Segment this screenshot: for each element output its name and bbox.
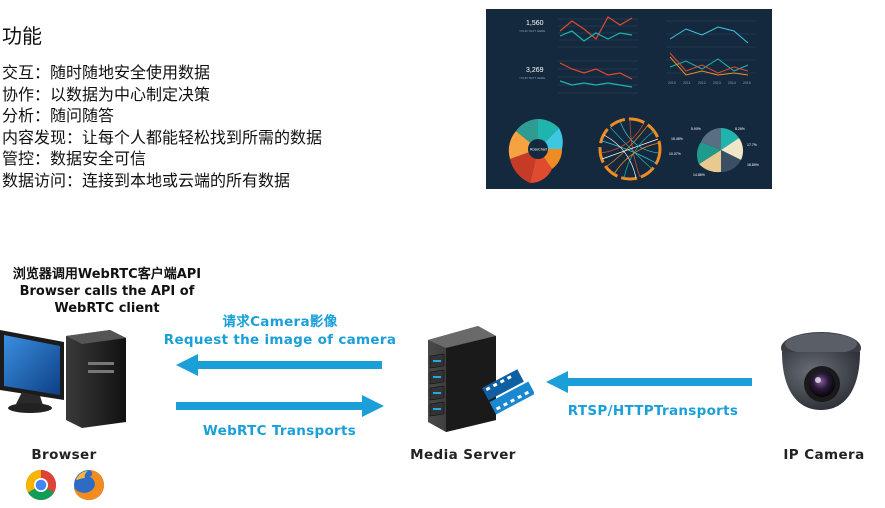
media-server-icon xyxy=(428,326,534,432)
line-chart-1-series-red xyxy=(559,16,633,40)
rtsp-arrow xyxy=(546,371,752,393)
line-chart-2-series-teal xyxy=(559,80,633,88)
request-label-en: Request the image of camera xyxy=(163,332,397,348)
request-arrow xyxy=(176,354,382,376)
year-label: 2013 xyxy=(713,81,721,85)
features-title: 功能 xyxy=(2,24,42,48)
webrtc-transports-label: WebRTC Transports xyxy=(202,423,357,439)
kpi2-value: 3,269 xyxy=(526,67,544,74)
browser-call-en: Browser calls the API of xyxy=(19,284,195,299)
line-chart-1-grid xyxy=(558,18,638,48)
feature-item-discovery: 内容发现：让每个人都能轻松找到所需的数据 xyxy=(2,127,323,147)
request-label-cn: 请求Camera影像 xyxy=(222,314,338,330)
pie-label: 17.7% xyxy=(747,143,757,147)
year-label: 2015 xyxy=(743,81,751,85)
feature-item-data-access: 数据访问：连接到本地或云端的所有数据 xyxy=(2,170,291,190)
line-chart-2-series-red xyxy=(559,62,633,80)
pie-label: 18.89% xyxy=(747,163,759,167)
feature-item-interaction: 交互：随时随地安全使用数据 xyxy=(2,63,211,82)
features-list: 交互：随时随地安全使用数据 协作：以数据为中心制定决策 分析：随问随答 内容发现… xyxy=(2,62,322,191)
year-label: 2011 xyxy=(683,81,691,85)
multi-line-series-red xyxy=(669,52,749,74)
browser-call-caption: 浏览器调用WebRTC客户端API Browser calls the API … xyxy=(2,266,212,317)
request-label: 请求Camera影像 Request the image of camera xyxy=(160,313,400,349)
multi-line-series-cyan xyxy=(669,26,749,44)
media-server-label: Media Server xyxy=(410,447,516,463)
firefox-icon xyxy=(74,470,104,500)
pie-label: 8.26% xyxy=(735,127,745,131)
webrtc-arrow xyxy=(176,395,384,417)
dashboard-svg: 1,560 YOUR TEXT HERE 3,269 YOUR TEXT HER… xyxy=(508,16,759,184)
multi-line-chart-grid xyxy=(666,20,756,74)
ip-camera-icon xyxy=(781,332,861,410)
rtsp-transports-label: RTSP/HTTPTransports xyxy=(567,403,739,419)
chord-chart xyxy=(598,117,662,181)
rose-chart: RoseChart xyxy=(508,119,563,184)
pie-chart: 5.90% 8.26% 15.48% 17.7% 10.07% 18.89% 1… xyxy=(669,127,759,177)
pie-label: 10.07% xyxy=(669,152,681,156)
year-label: 2012 xyxy=(698,81,706,85)
feature-item-analysis: 分析：随问随答 xyxy=(2,106,115,125)
line-chart-1-series-teal xyxy=(559,30,633,42)
kpi2-caption: YOUR TEXT HERE xyxy=(519,76,545,80)
pie-label: 15.48% xyxy=(671,137,683,141)
rose-chart-label: RoseChart xyxy=(530,148,547,152)
ip-camera-label: IP Camera xyxy=(783,447,865,463)
dashboard-image: 1,560 YOUR TEXT HERE 3,269 YOUR TEXT HER… xyxy=(486,9,772,189)
pie-label: 14.86% xyxy=(693,173,705,177)
year-label: 2010 xyxy=(668,81,676,85)
browser-call-en2: WebRTC client xyxy=(54,301,160,316)
pie-label: 5.90% xyxy=(691,127,701,131)
kpi1-caption: YOUR TEXT HERE xyxy=(519,29,545,33)
browser-call-cn: 浏览器调用WebRTC客户端API xyxy=(12,267,202,282)
feature-item-collaboration: 协作：以数据为中心制定决策 xyxy=(2,84,211,104)
computer-icon xyxy=(0,330,126,428)
line-chart-2-grid xyxy=(558,60,638,94)
year-axis-labels: 2010 2011 2012 2013 2014 2015 xyxy=(668,81,751,85)
chrome-icon xyxy=(25,470,57,501)
feature-item-governance: 管控：数据安全可信 xyxy=(2,149,147,168)
browser-label: Browser xyxy=(31,447,97,463)
year-label: 2014 xyxy=(728,81,736,85)
multi-line-series-teal xyxy=(669,58,749,72)
kpi1-value: 1,560 xyxy=(526,20,544,27)
multi-line-series-orange xyxy=(669,56,749,76)
